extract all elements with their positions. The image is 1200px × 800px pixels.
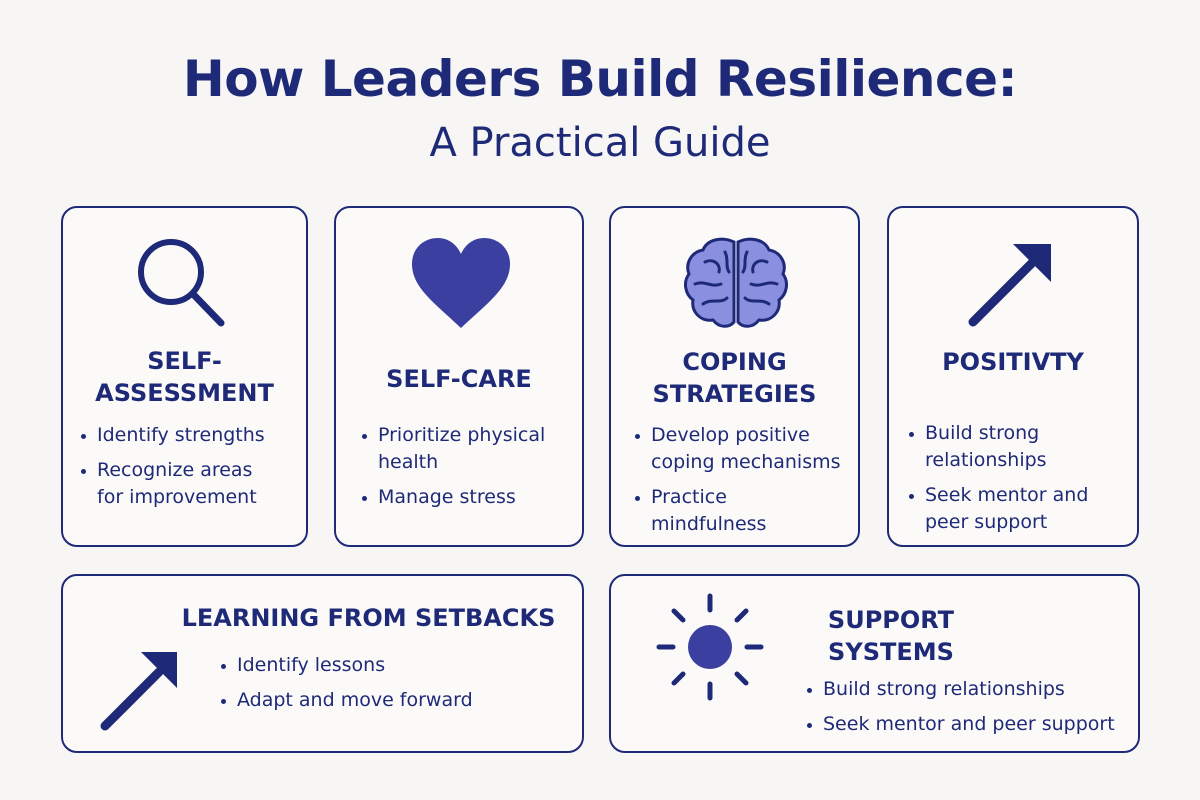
- arrow-up-right-icon: [100, 652, 177, 731]
- card-title-line1: SUPPORT: [827, 606, 955, 634]
- brain-icon: [684, 237, 788, 328]
- card-title-line2: SYSTEMS: [828, 638, 954, 666]
- card-title: LEARNING FROM SETBACKS: [181, 604, 556, 632]
- list-item: Identify lessons: [219, 652, 549, 679]
- card-title: SELF-CARE: [386, 365, 532, 393]
- list-item: Identify strengths: [79, 422, 301, 449]
- sun-icon: [656, 593, 764, 701]
- card-title: POSITIVTY: [942, 348, 1084, 376]
- card-title-line1: SELF-: [147, 347, 222, 375]
- list-item: Adapt and move forward: [219, 687, 549, 714]
- list-item: Manage stress: [360, 484, 580, 511]
- magnifying-glass-icon: [138, 239, 225, 327]
- heart-icon: [412, 238, 510, 328]
- card-title-line2: STRATEGIES: [652, 380, 817, 408]
- card-learning-from-setbacks: LEARNING FROM SETBACKS Identify lessons …: [61, 574, 584, 753]
- card-title-line1: COPING: [682, 348, 787, 376]
- card-self-assessment: SELF- ASSESSMENT Identify strengths Reco…: [61, 206, 308, 547]
- card-support-systems: SUPPORT SYSTEMS Build strong relationshi…: [609, 574, 1140, 753]
- arrow-up-right-icon: [968, 244, 1051, 327]
- page-title: How Leaders Build Resilience:: [182, 50, 1018, 108]
- card-title-line2: ASSESSMENT: [95, 379, 274, 407]
- page-subtitle: A Practical Guide: [429, 120, 771, 166]
- list-item: Seek mentor and peer support: [805, 711, 1135, 738]
- list-item: Build strong relationships: [805, 676, 1135, 703]
